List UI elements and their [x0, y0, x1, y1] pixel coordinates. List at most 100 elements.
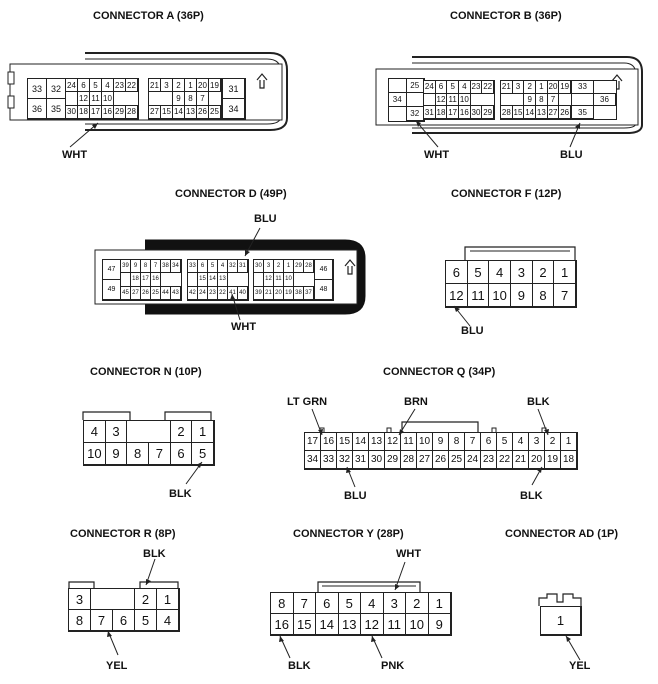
- connector-y-body: [317, 581, 421, 592]
- wire-label-blk: BLK: [169, 488, 192, 500]
- pin: 3: [104, 420, 128, 443]
- pin: 18: [560, 450, 577, 469]
- connector-r: 3 2 1 8 7 6 5 4: [68, 588, 180, 632]
- pin: 19: [558, 80, 571, 94]
- pin: 14: [172, 104, 185, 119]
- pin: 1: [540, 606, 581, 635]
- connector-q-leaders: [311, 408, 549, 488]
- pin: 43: [170, 285, 181, 300]
- pin: 9: [509, 283, 533, 307]
- connector-b-right-block: 33 36 35: [571, 80, 617, 120]
- pin-blank: [303, 272, 314, 286]
- title-connector-y: CONNECTOR Y (28P): [293, 528, 404, 540]
- pin: 5: [466, 260, 490, 284]
- title-connector-q: CONNECTOR Q (34P): [383, 366, 496, 378]
- pin: 3: [68, 588, 91, 610]
- pin: 1: [191, 420, 214, 443]
- pin: 49: [102, 279, 121, 300]
- pin: 9: [104, 442, 128, 465]
- pin: 4: [156, 609, 179, 631]
- title-connector-n: CONNECTOR N (10P): [90, 366, 202, 378]
- pin-blank: [388, 78, 407, 93]
- pin: 27: [416, 450, 433, 469]
- pin: 33: [27, 78, 47, 99]
- wire-label-blk: BLK: [527, 396, 550, 408]
- wire-label-blu: BLU: [461, 325, 484, 337]
- title-connector-a: CONNECTOR A (36P): [93, 10, 204, 22]
- pin: 36: [593, 92, 616, 107]
- wire-label-wht: WHT: [231, 321, 257, 333]
- pin-blank: [126, 420, 149, 443]
- connector-f-body: [464, 246, 576, 260]
- pin: 33: [571, 80, 594, 94]
- connector-ad-leader: [565, 635, 581, 661]
- title-connector-d: CONNECTOR D (49P): [175, 188, 287, 200]
- wire-label-blu: BLU: [344, 490, 367, 502]
- pin: 46: [314, 259, 333, 280]
- wire-label-blk: BLK: [520, 490, 543, 502]
- connector-a-left-mid: 24 6 5 4 23 22 12 11 10 30 18 17 16 29 2…: [65, 78, 139, 120]
- wire-label-blk: BLK: [288, 660, 311, 672]
- connector-b-left-block: 25 34 32: [388, 78, 425, 122]
- pin: 4: [488, 260, 511, 284]
- connector-d-group-1: 39 9 8 7 38 34 18 17 16 45 27 26 25 44 4…: [120, 259, 182, 301]
- pin: 4: [83, 420, 106, 443]
- pin: 30: [469, 105, 483, 119]
- pin: 28: [303, 259, 314, 274]
- wire-label-blu: BLU: [560, 149, 583, 161]
- pin: 2: [169, 420, 193, 443]
- pin: 10: [488, 283, 511, 307]
- connector-f: 6 5 4 3 2 1 12 11 10 9 8 7: [445, 260, 577, 308]
- title-connector-ad: CONNECTOR AD (1P): [505, 528, 619, 540]
- wire-label-yel: YEL: [569, 660, 591, 672]
- connector-n: 4 3 2 1 10 9 8 7 6 5: [83, 420, 215, 466]
- pin: 18: [77, 104, 90, 119]
- connector-d-left-block: 47 49: [102, 259, 122, 301]
- pin: 19: [208, 78, 221, 93]
- wire-label-blk: BLK: [143, 548, 166, 560]
- pin-blank: [170, 272, 181, 286]
- title-connector-f: CONNECTOR F (12P): [451, 188, 562, 200]
- wire-label-brn: BRN: [404, 396, 428, 408]
- pin: 2: [531, 260, 555, 284]
- pin: 35: [571, 105, 594, 119]
- pin-blank: [406, 92, 425, 107]
- pin: 25: [405, 78, 424, 93]
- wire-label-lt-grn: LT GRN: [287, 396, 328, 408]
- pin: 31: [237, 259, 248, 274]
- pin: 6: [445, 260, 468, 284]
- connector-a-wht-leader: [69, 122, 99, 148]
- pin: 26: [558, 105, 571, 119]
- pin: 14: [315, 613, 339, 635]
- pin: 34: [222, 98, 245, 119]
- pin: 29: [481, 105, 494, 119]
- pin: 14: [523, 105, 536, 119]
- connector-b-left-mid: 24 6 5 4 23 22 12 11 10 31 18 17 16 30 2…: [423, 80, 495, 120]
- wire-label-wht: WHT: [396, 548, 422, 560]
- pin-blank: [148, 420, 171, 443]
- connector-ad-body: [538, 593, 582, 606]
- pin: 8: [126, 442, 149, 465]
- pin: 10: [458, 92, 471, 107]
- pin: 7: [553, 283, 576, 307]
- connector-f-leader: [453, 305, 471, 327]
- pin: 24: [65, 78, 78, 93]
- connector-n-leader: [185, 461, 203, 485]
- pin: 37: [303, 285, 314, 300]
- pin-blank: [208, 91, 221, 105]
- wire-label-wht: WHT: [424, 149, 450, 161]
- pin: 34: [388, 92, 407, 107]
- pin: 29: [384, 450, 401, 469]
- pin: 32: [46, 78, 66, 99]
- wire-label-pnk: PNK: [381, 660, 405, 672]
- connector-d-group-3: 30 3 2 1 29 28 12 11 10 39 21 20 19 38 3…: [253, 259, 315, 301]
- pin: 21: [500, 80, 513, 94]
- pin: 9: [427, 613, 451, 635]
- connector-q: 17 16 15 14 13 12 11 10 9 8 7 6 5 4 3 2 …: [304, 432, 578, 470]
- pin: 8: [68, 609, 91, 631]
- connector-a-right-block: 31 34: [222, 78, 246, 120]
- pin: 25: [208, 104, 221, 119]
- pin: 8: [531, 283, 555, 307]
- connector-a-left-block: 33 32 36 35: [27, 78, 67, 120]
- pin: 5: [191, 442, 214, 465]
